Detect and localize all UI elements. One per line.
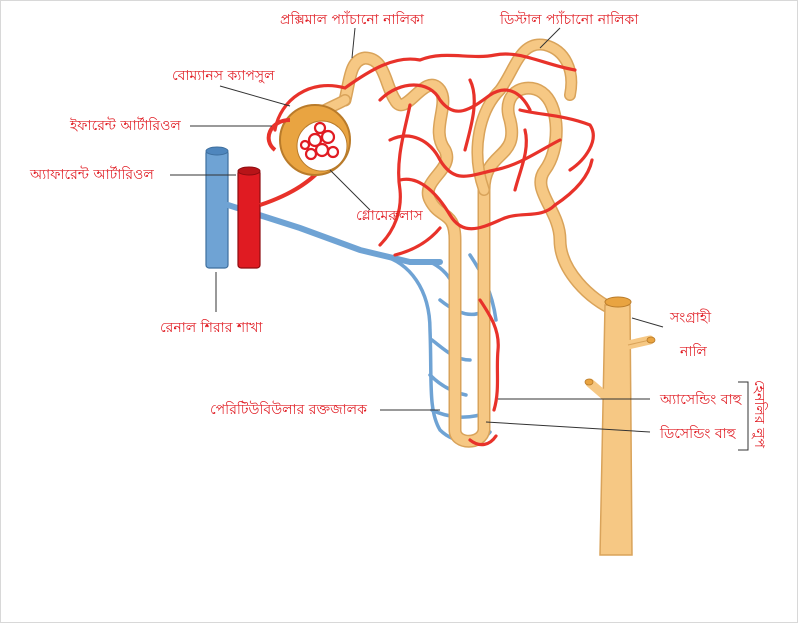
- leader-lines: [170, 27, 749, 451]
- label-proximal-tubule: প্রক্সিমাল প্যাঁচানো নালিকা: [280, 11, 425, 28]
- glomerulus: [299, 121, 340, 161]
- label-peritubular-capillaries: পেরিটিউবিউলার রক্তজালক: [210, 401, 367, 418]
- label-loop-of-henle: হেনলির লুপ: [751, 380, 768, 448]
- bowmans-capsule: [279, 104, 351, 176]
- collecting-duct: [584, 296, 656, 556]
- label-distal-tubule: ডিস্টাল প্যাঁচানো নালিকা: [499, 11, 639, 28]
- efferent-arteriole: [266, 118, 291, 152]
- label-collecting-duct-2: নালি: [679, 343, 707, 360]
- label-renal-vein-branch: রেনাল শিরার শাখা: [160, 319, 263, 336]
- label-descending-limb: ডিসেন্ডিং বাহু: [659, 425, 737, 442]
- nephron-tubule: [319, 38, 622, 448]
- afferent-arteriole: [237, 158, 330, 269]
- renal-vein-branch: [205, 146, 443, 269]
- label-efferent-arteriole: ইফারেন্ট আর্টারিওল: [69, 117, 181, 134]
- label-bowmans-capsule: বোম্যানস ক্যাপসুল: [172, 68, 275, 84]
- peritubular-arterioles: [273, 52, 595, 447]
- label-ascending-limb: অ্যাসেন্ডিং বাহু: [659, 391, 743, 408]
- label-collecting-duct-1: সংগ্রাহী: [669, 309, 712, 326]
- label-glomerulus: গ্লোমেরুলাস: [356, 208, 423, 224]
- label-afferent-arteriole: অ্যাফারেন্ট আর্টারিওল: [29, 166, 154, 183]
